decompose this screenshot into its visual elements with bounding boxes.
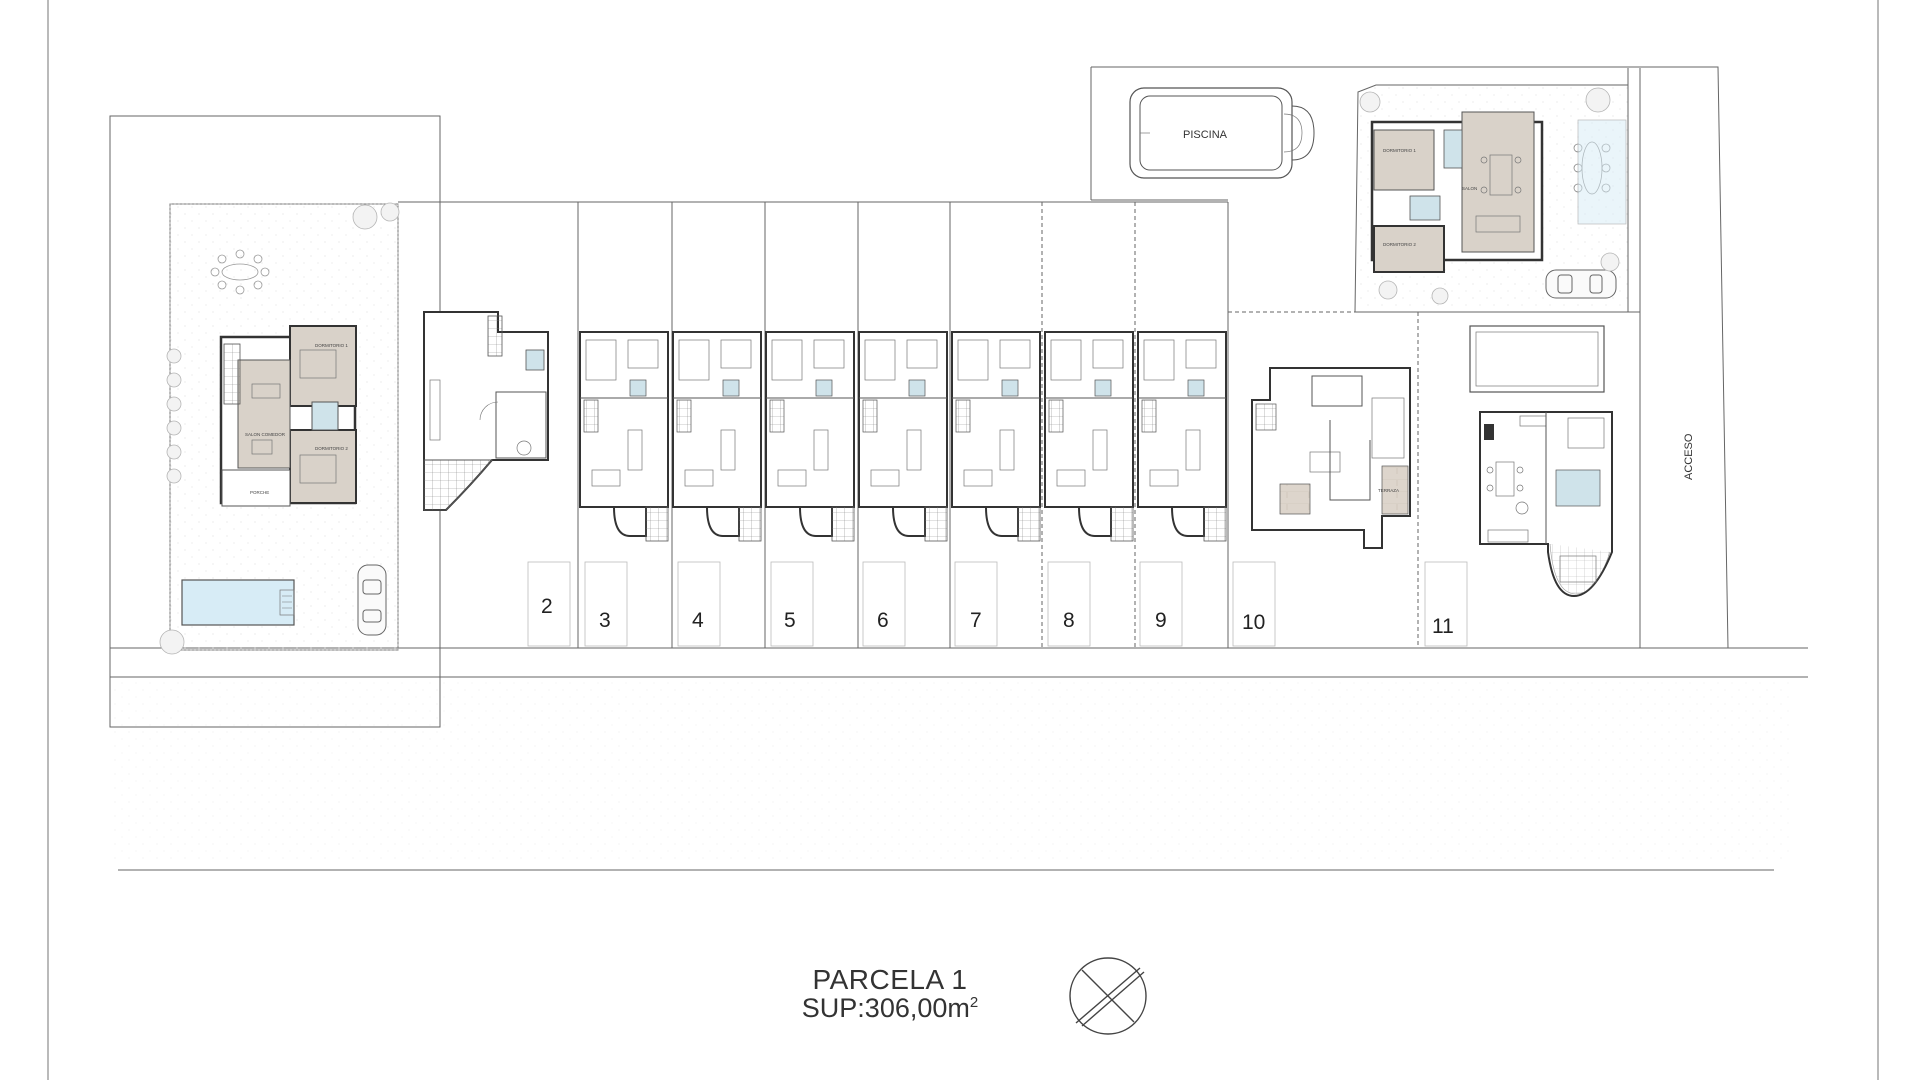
parking-bays: [527, 561, 1468, 647]
terrace-unit-4: [672, 331, 762, 542]
lot-number: 4: [692, 609, 704, 632]
lot-number: 10: [1242, 611, 1265, 634]
svg-text:DORMITORIO 1: DORMITORIO 1: [315, 343, 348, 348]
pool-top: PISCINA: [1129, 87, 1315, 179]
terrace-unit-3: [579, 331, 669, 542]
table-icon: [210, 249, 270, 295]
lot-boundaries: [398, 68, 1641, 648]
lot-number: 11: [1432, 615, 1454, 638]
lot-number: 8: [1063, 609, 1075, 632]
terrace-unit-7: [951, 331, 1041, 542]
terrace-unit-6: [858, 331, 948, 542]
lot-number: 9: [1155, 609, 1167, 632]
ground-texture: [110, 680, 1790, 860]
villa-left: DORMITORIO 1 DORMITORIO 2 SALON COMEDOR …: [109, 115, 441, 728]
terrace-unit-5: [765, 331, 855, 542]
north-arrow-icon: [1069, 957, 1147, 1035]
lot-number: 7: [970, 609, 982, 632]
lot-number: 2: [541, 595, 553, 618]
villa-left-floorplan: DORMITORIO 1 DORMITORIO 2 SALON COMEDOR …: [219, 325, 357, 507]
pool-label: PISCINA: [1183, 129, 1228, 141]
tree-icon: [1359, 87, 1620, 305]
house-lot-11: [1469, 325, 1613, 598]
house-lot-10: TERRAZA: [1251, 367, 1411, 549]
parcel-title: PARCELA 1: [812, 964, 968, 995]
car-icon: [357, 564, 387, 636]
pool-left: [181, 579, 295, 626]
parcel-area: SUP:306,00m2: [740, 994, 1040, 1022]
svg-text:TERRAZA: TERRAZA: [1378, 488, 1399, 493]
area-unit-superscript: 2: [969, 994, 979, 1012]
svg-text:SALON COMEDOR: SALON COMEDOR: [245, 432, 286, 437]
terrace-units: [579, 331, 1227, 542]
lot-numbers: 2 3 4 5 6 7 8 9 10 11: [541, 595, 1454, 638]
terrace-unit-8: [1044, 331, 1134, 542]
svg-text:DORMITORIO 2: DORMITORIO 2: [1383, 242, 1416, 247]
car-icon: [1545, 269, 1617, 299]
lot-number: 6: [877, 609, 889, 632]
lot-number: 3: [599, 609, 611, 632]
hedge-row-left: [159, 202, 400, 655]
title-block: PARCELA 1 SUP:306,00m2: [740, 965, 1040, 1023]
lot-number: 5: [784, 609, 796, 632]
svg-text:SALON: SALON: [1462, 186, 1477, 191]
villa-top-right: DORMITORIO 1 DORMITORIO 2 SALON: [1354, 84, 1629, 313]
house-lot-2: [423, 311, 549, 511]
terrace-unit-9: [1137, 331, 1227, 542]
parcel-top-right: PISCINA DORMITORIO 1 DORMITORIO 2 SALON: [1090, 66, 1729, 649]
svg-text:PORCHE: PORCHE: [250, 490, 269, 495]
svg-text:DORMITORIO 1: DORMITORIO 1: [1383, 148, 1416, 153]
svg-text:DORMITORIO 2: DORMITORIO 2: [315, 446, 348, 451]
access-label: ACCESO: [1683, 433, 1695, 480]
area-value: SUP:306,00m: [801, 993, 970, 1024]
